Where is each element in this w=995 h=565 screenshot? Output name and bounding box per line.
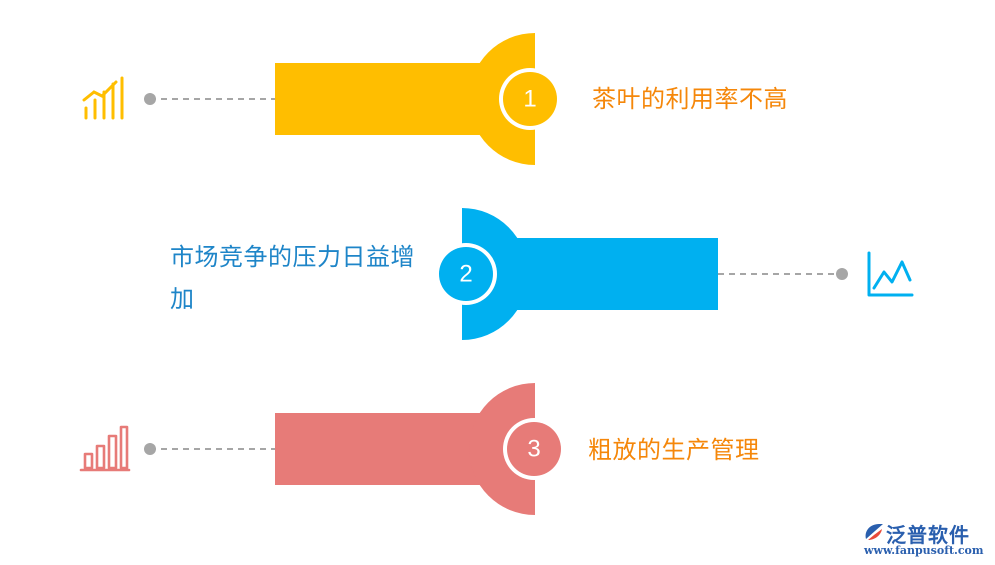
- item-3-half-circle: [469, 383, 535, 515]
- bar-chart-icon: [79, 425, 131, 472]
- item-3-number: 3: [527, 436, 540, 463]
- item-1-number-circle: [503, 72, 557, 126]
- item-1-connector-dot: [144, 93, 156, 105]
- fanpu-logo-icon: [865, 524, 883, 540]
- item-2-number: 2: [459, 261, 472, 288]
- brand-logo: 泛普软件 www.fanpusoft.com: [862, 519, 992, 559]
- item-3-connector-dot: [144, 443, 156, 455]
- item-1-label: 茶叶的利用率不高: [592, 85, 788, 113]
- item-2-connector-dot: [836, 268, 848, 280]
- item-2-label: 市场竞争的压力日益增加: [170, 243, 415, 313]
- brand-name: 泛普软件: [886, 523, 970, 547]
- item-1-number: 1: [523, 86, 536, 113]
- signal-bars-icon: [82, 76, 124, 120]
- item-3-number-circle: [507, 422, 561, 476]
- item-2-number-circle: [439, 247, 493, 301]
- brand-url: www.fanpusoft.com: [864, 544, 984, 557]
- item-3-label: 粗放的生产管理: [588, 436, 760, 464]
- line-chart-icon: [867, 251, 914, 297]
